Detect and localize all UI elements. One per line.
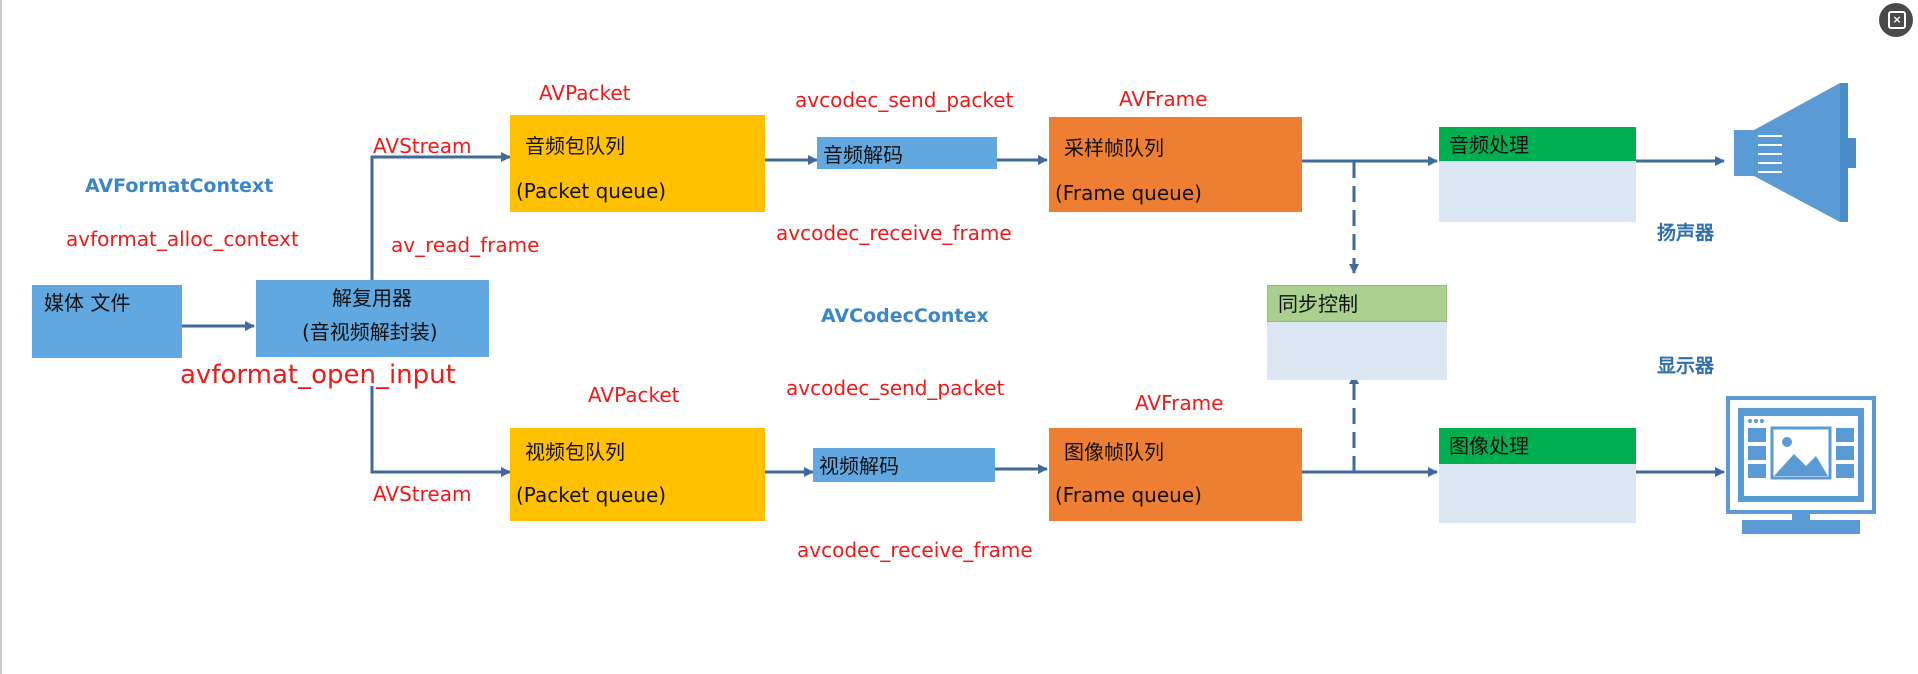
label-avcodec-receive-frame-bottom: avcodec_receive_frame [797, 538, 1033, 562]
label-avpacket-top: AVPacket [539, 81, 631, 105]
label-avstream-bottom: AVStream [373, 482, 472, 506]
display-label: 显示器 [1657, 355, 1715, 377]
audio-packet-queue-sublabel: (Packet queue) [516, 179, 667, 203]
video-decode-label: 视频解码 [819, 454, 899, 478]
megaphone-icon [1734, 83, 1856, 222]
label-avcodec-send-packet-bottom: avcodec_send_packet [786, 376, 1005, 400]
arrow-demuxer-to-video-packet [370, 386, 511, 477]
label-avcodec-receive-frame-top: avcodec_receive_frame [776, 221, 1012, 245]
audio-frame-queue-box: 采样帧队列 (Frame queue) [1049, 117, 1302, 212]
close-button[interactable]: × [1879, 3, 1913, 37]
demuxer-sublabel: (音视频解封装) [302, 320, 438, 344]
video-process-label: 图像处理 [1449, 434, 1529, 458]
sync-control-header: 同步控制 [1267, 285, 1447, 322]
sync-control-label: 同步控制 [1278, 292, 1358, 316]
audio-decode-label: 音频解码 [823, 143, 903, 167]
media-file-box: 媒体 文件 [32, 285, 182, 358]
video-packet-queue-sublabel: (Packet queue) [516, 483, 667, 507]
audio-process-panel: 音频处理 [1439, 127, 1636, 222]
label-avformat-alloc-context: avformat_alloc_context [66, 227, 299, 251]
speaker-label: 扬声器 [1657, 222, 1715, 244]
sync-control-panel: 同步控制 [1267, 285, 1447, 380]
video-packet-queue-label: 视频包队列 [525, 440, 625, 464]
video-frame-queue-sublabel: (Frame queue) [1055, 483, 1202, 507]
video-frame-queue-label: 图像帧队列 [1064, 440, 1164, 464]
label-avformatcontext: AVFormatContext [85, 175, 274, 197]
arrow-demuxer-to-audio-packet [370, 152, 511, 280]
audio-process-header: 音频处理 [1439, 127, 1636, 161]
audio-process-label: 音频处理 [1449, 133, 1529, 157]
audio-packet-queue-box: 音频包队列 (Packet queue) [510, 115, 765, 212]
video-packet-queue-box: 视频包队列 (Packet queue) [510, 428, 765, 521]
label-avframe-top: AVFrame [1119, 87, 1208, 111]
video-decode-box: 视频解码 [813, 448, 995, 482]
audio-decode-box: 音频解码 [817, 137, 997, 169]
video-frame-queue-box: 图像帧队列 (Frame queue) [1049, 428, 1302, 521]
media-file-label: 媒体 文件 [44, 291, 131, 315]
demuxer-label: 解复用器 [332, 286, 412, 310]
video-process-panel: 图像处理 [1439, 428, 1636, 523]
audio-frame-queue-label: 采样帧队列 [1064, 136, 1164, 160]
label-avformat-open-input: avformat_open_input [180, 360, 456, 390]
label-av-read-frame: av_read_frame [391, 233, 540, 257]
close-icon: × [1888, 11, 1906, 29]
monitor-icon [1726, 396, 1876, 534]
label-avframe-bottom: AVFrame [1135, 391, 1224, 415]
label-avstream-top: AVStream [373, 134, 472, 158]
label-avcodeccontext: AVCodecContex [821, 305, 989, 327]
label-avpacket-bottom: AVPacket [588, 383, 680, 407]
demuxer-box: 解复用器 (音视频解封装) [256, 280, 489, 357]
audio-frame-queue-sublabel: (Frame queue) [1055, 181, 1202, 205]
label-avcodec-send-packet-top: avcodec_send_packet [795, 88, 1014, 112]
audio-packet-queue-label: 音频包队列 [525, 134, 625, 158]
video-process-header: 图像处理 [1439, 428, 1636, 464]
